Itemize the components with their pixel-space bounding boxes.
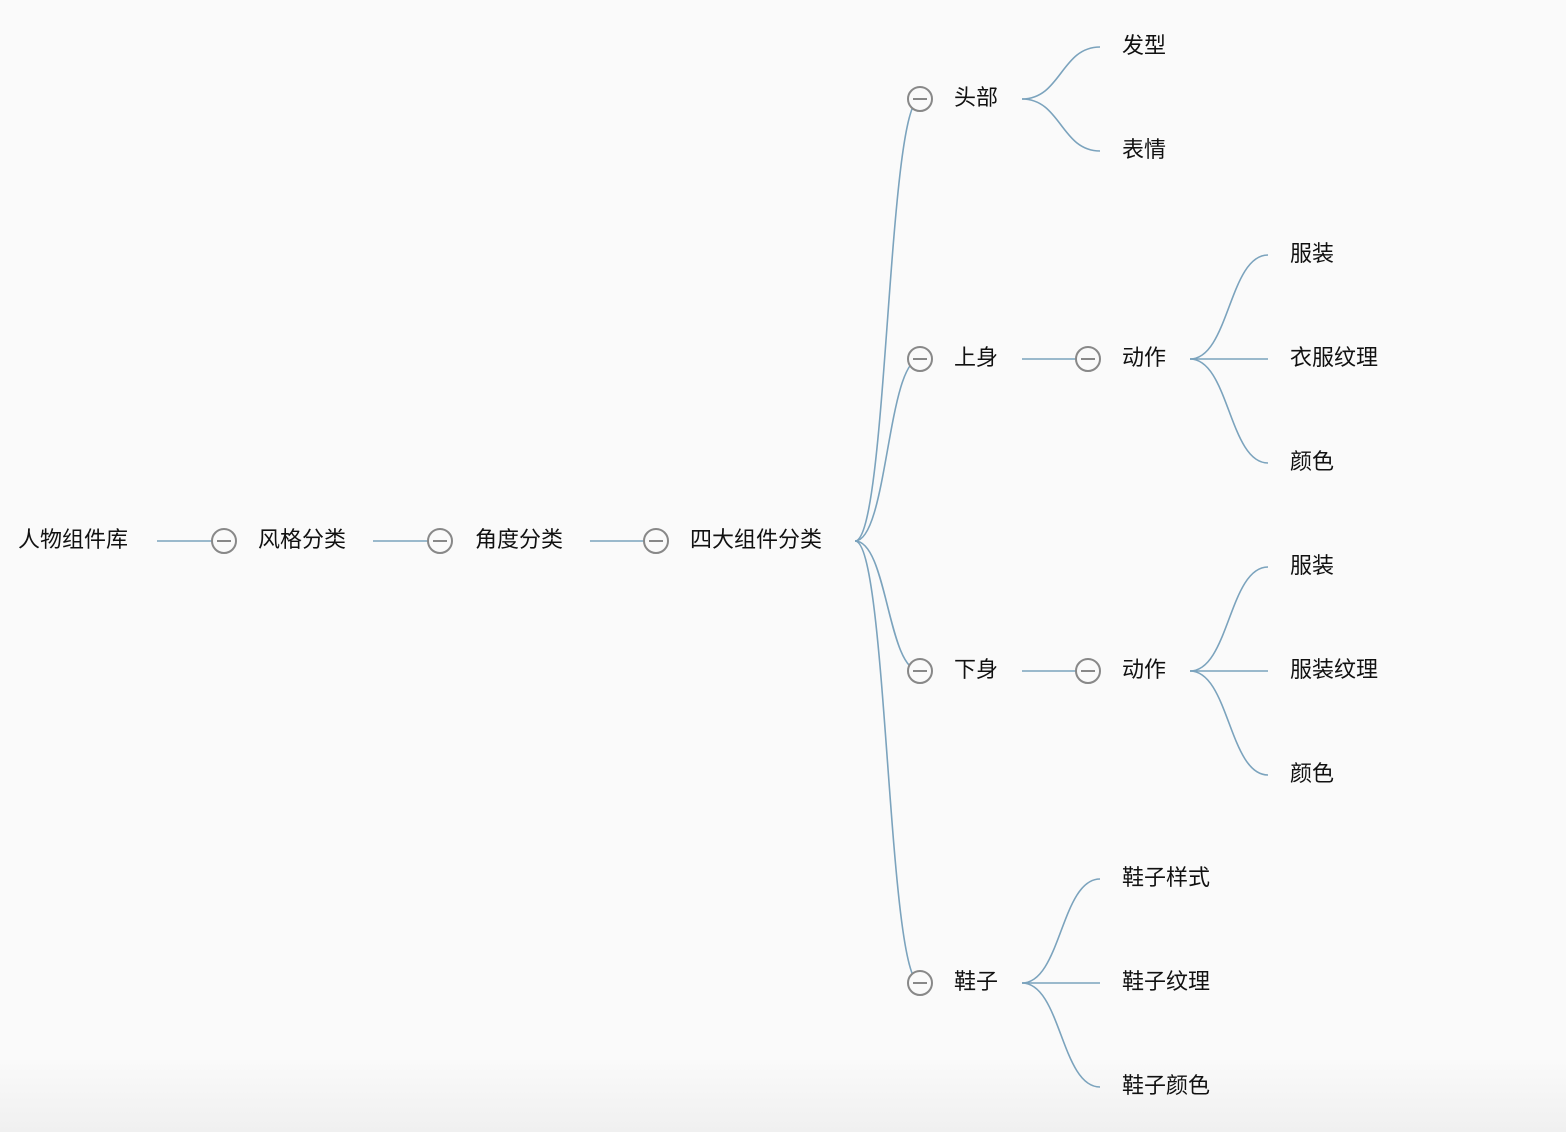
link (1021, 982, 1101, 1088)
node-leaf[interactable]: 衣服纹理 (1290, 346, 1379, 371)
node-leaf[interactable]: 颜色 (1290, 450, 1335, 475)
collapse-toggle-icon[interactable] (907, 86, 933, 112)
node-leaf[interactable]: 鞋子样式 (1122, 866, 1211, 891)
node-leaf[interactable]: 颜色 (1290, 762, 1335, 787)
collapse-toggle-icon[interactable] (907, 970, 933, 996)
node-leaf[interactable]: 服装 (1290, 554, 1335, 579)
link (1189, 254, 1269, 360)
link (854, 358, 921, 542)
collapse-toggle-icon[interactable] (643, 528, 669, 554)
node-component-category[interactable]: 四大组件分类 (690, 528, 823, 553)
link (1021, 46, 1101, 100)
node-sub[interactable]: 动作 (1122, 658, 1167, 683)
collapse-toggle-icon[interactable] (907, 658, 933, 684)
node-branch[interactable]: 上身 (954, 346, 999, 371)
node-branch[interactable]: 头部 (954, 86, 999, 111)
link (1189, 670, 1269, 776)
link (1021, 878, 1101, 984)
node-branch[interactable]: 鞋子 (954, 970, 999, 995)
node-leaf[interactable]: 鞋子颜色 (1122, 1074, 1211, 1099)
node-branch[interactable]: 下身 (954, 658, 999, 683)
node-leaf[interactable]: 鞋子纹理 (1122, 970, 1211, 995)
node-leaf[interactable]: 服装 (1290, 242, 1335, 267)
link (1189, 566, 1269, 672)
collapse-toggle-icon[interactable] (1075, 658, 1101, 684)
collapse-toggle-icon[interactable] (907, 346, 933, 372)
node-style-category[interactable]: 风格分类 (258, 528, 347, 553)
collapse-toggle-icon[interactable] (427, 528, 453, 554)
collapse-toggle-icon[interactable] (211, 528, 237, 554)
node-leaf[interactable]: 发型 (1122, 34, 1167, 59)
collapse-toggle-icon[interactable] (1075, 346, 1101, 372)
link (1021, 98, 1101, 152)
node-leaf[interactable]: 表情 (1122, 138, 1167, 163)
link (854, 540, 921, 984)
node-root[interactable]: 人物组件库 (18, 528, 129, 553)
node-sub[interactable]: 动作 (1122, 346, 1167, 371)
node-leaf[interactable]: 服装纹理 (1290, 658, 1379, 683)
link (854, 540, 921, 672)
node-angle-category[interactable]: 角度分类 (475, 528, 564, 553)
link (854, 98, 921, 542)
link (1189, 358, 1269, 464)
